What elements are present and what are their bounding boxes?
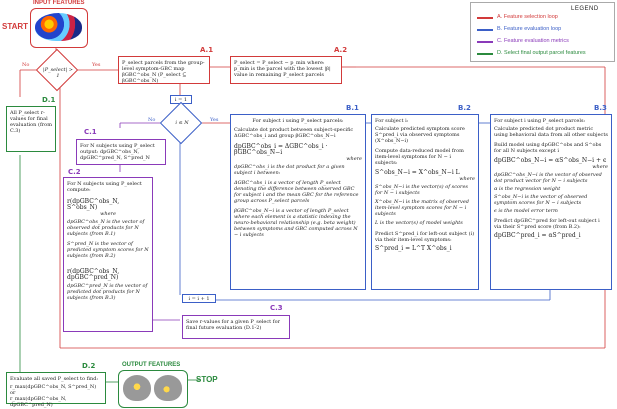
c2-eq1: r(dpGBC^obs_N, S^obs_N)	[67, 198, 120, 211]
decision-select-size-text: |P_select| > 1	[43, 67, 73, 79]
legend-item-c: C. Feature evaluation metrics	[497, 38, 569, 44]
output-features-label: OUTPUT FEATURES	[122, 362, 181, 368]
b3-step: Build model using dpGBC^obs and S^obs fo…	[494, 142, 602, 154]
i-increment-box: i = i + 1	[182, 294, 216, 303]
input-features-label: INPUT FEATURES	[33, 0, 85, 6]
b2-heading: For subject i:	[375, 118, 409, 124]
a1-text: P_select parcels from the group-level sy…	[122, 60, 205, 84]
c2-def1: dpGBC^obs_N is the vector of observed do…	[67, 219, 145, 237]
legend: LEGEND A. Feature selection loop B. Feat…	[470, 2, 615, 62]
c2-id: C.2	[68, 168, 81, 176]
output-brain-frame	[118, 370, 188, 408]
c3-id: C.3	[270, 304, 283, 312]
c3-box: Save r-values for a given P_select for f…	[182, 315, 290, 339]
b2-box: For subject i: Calculate predicted sympt…	[371, 114, 479, 290]
c2-eq2: r(dpGBC^obs_N, dpGBC^pred_N)	[67, 268, 120, 281]
b3-box: For subject i using P_select parcels: Ca…	[490, 114, 612, 290]
legend-swatch-a	[477, 17, 493, 19]
b2-sub: Calculate predicted symptom score S^pred…	[375, 126, 465, 144]
b3-eq2: dpGBC^pred_i = αS^pred_i	[494, 232, 581, 239]
c2-where: where	[100, 211, 116, 217]
a1-id: A.1	[200, 46, 214, 54]
c2-heading: For N subjects using P_select compute:	[67, 181, 142, 193]
decision2-yes: Yes	[210, 117, 219, 123]
a2-box: P_select = P_select − p_min where: p_min…	[230, 56, 342, 84]
b3-def3: S^obs_N−i is the vector of observed symp…	[494, 194, 588, 206]
d1-id: D.1	[42, 96, 56, 104]
i-init-text: i = 1	[174, 97, 188, 103]
c2-def2: S^pred_N is the vector of predicted symp…	[67, 241, 149, 259]
b1-id: B.1	[346, 104, 359, 112]
i-increment-text: i = i + 1	[188, 296, 210, 302]
output-brain-right	[154, 375, 182, 401]
c2-def3: dpGBC^pred_N is the vector of predicted …	[67, 283, 148, 301]
b2-def3: L is the vector(s) of model weights	[375, 220, 463, 226]
b2-eq2: S^pred_i = L^T X^obs_i	[375, 245, 452, 252]
b3-id: B.3	[594, 104, 607, 112]
legend-title: LEGEND	[571, 6, 599, 12]
b1-sub: Calculate dot product between subject-sp…	[234, 127, 354, 139]
decision1-yes: Yes	[92, 62, 101, 68]
d2-line2: r_max(dpGBC^obs_N, dpGBC^pred_N)	[10, 396, 67, 408]
a2-id: A.2	[334, 46, 348, 54]
a1-box: P_select parcels from the group-level sy…	[118, 56, 210, 84]
output-brain-left	[123, 375, 151, 401]
b1-def3: βGBC^obs_N−i is a vector of length P_sel…	[234, 208, 358, 238]
d2-box: Evaluate all saved P_select to find: r_m…	[6, 372, 106, 408]
a2-text: P_select = P_select − p_min where: p_min…	[234, 60, 331, 78]
decision-i-le-n-text: i ≤ N	[175, 120, 189, 126]
legend-item-b: B. Feature evaluation loop	[497, 26, 562, 32]
b3-pred: Predict dpGBC^pred for left-out subject …	[494, 218, 600, 230]
stop-label: STOP	[196, 375, 218, 384]
input-brain-image	[35, 13, 82, 41]
input-brain-frame	[30, 8, 88, 48]
legend-item-d: D. Select final output parcel features	[497, 50, 586, 56]
b3-def4: ϵ is the model error term	[494, 208, 558, 214]
b3-def1: dpGBC^obs_N−i is the vector of observed …	[494, 172, 602, 184]
b2-where: where	[459, 176, 475, 182]
b2-eq: S^obs_N−i = X^obs_N−i L	[375, 169, 460, 176]
start-label: START	[2, 22, 29, 31]
c3-text: Save r-values for a given P_select for f…	[186, 319, 280, 331]
d1-text: All P_select r-values for final evaluati…	[10, 110, 52, 134]
b3-sub: Calculate predicted dot product metric u…	[494, 126, 608, 138]
d2-heading: Evaluate all saved P_select to find:	[10, 376, 99, 382]
legend-swatch-d	[477, 53, 493, 55]
c1-box: For N subjects using P_select output: dp…	[76, 139, 166, 165]
d2-id: D.2	[82, 362, 96, 370]
legend-item-a: A. Feature selection loop	[497, 14, 558, 20]
b1-box: For subject i using P_select parcels: Ca…	[230, 114, 366, 290]
b2-def2: X^obs_N−i is the matrix of observed item…	[375, 199, 470, 217]
b2-pred: Predict S^pred_i for left-out subject (i…	[375, 231, 475, 243]
b1-def2: ΔGBC^obs_i is a vector of length P_selec…	[234, 180, 359, 204]
b1-eq: dpGBC^obs_i = ΔGBC^obs_i · βGBC^obs_N−i	[234, 143, 328, 156]
b3-eq: dpGBC^obs_N−i = αS^obs_N−i + ϵ	[494, 157, 607, 164]
decision1-no: No	[22, 62, 30, 68]
c1-id: C.1	[84, 128, 97, 136]
b1-def1: dpGBC^obs_i is the dot product for a giv…	[234, 164, 345, 176]
b1-where: where	[346, 156, 362, 162]
b3-def2: α is the regression weight	[494, 186, 561, 192]
b1-heading: For subject i using P_select parcels:	[252, 118, 344, 124]
b3-where: where	[592, 164, 608, 170]
c2-box: For N subjects using P_select compute: r…	[63, 177, 153, 332]
d1-box: All P_select r-values for final evaluati…	[6, 106, 56, 152]
d2-line1: r_max(dpGBC^obs_N, S^pred_N) or	[10, 384, 97, 396]
b2-id: B.2	[458, 104, 471, 112]
b3-heading: For subject i using P_select parcels:	[494, 118, 586, 124]
legend-swatch-b	[477, 29, 493, 31]
b2-def1: S^obs_N−i is the vector(s) of scores for…	[375, 184, 468, 196]
b2-step: Compute data-reduced model from item-lev…	[375, 148, 464, 166]
decision2-no: No	[148, 117, 156, 123]
legend-swatch-c	[477, 41, 493, 43]
c1-text: For N subjects using P_select output: dp…	[80, 143, 155, 161]
